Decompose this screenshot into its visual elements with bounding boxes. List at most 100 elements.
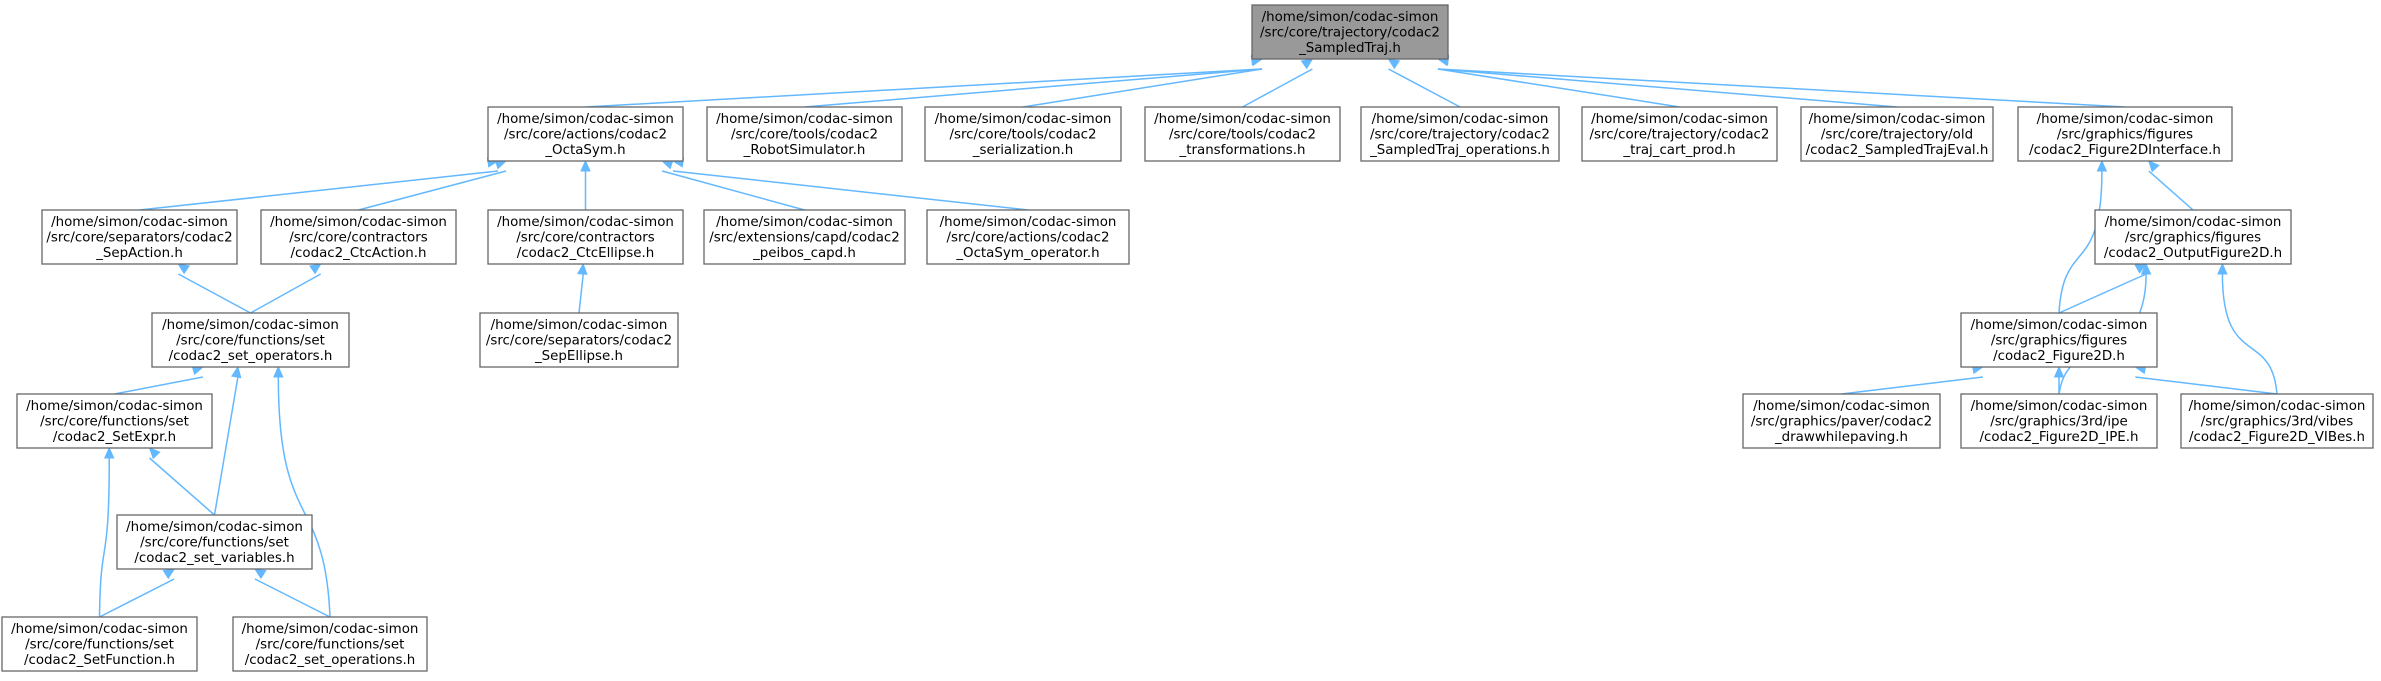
arrowhead: [253, 568, 267, 580]
node-ctcaction[interactable]: /home/simon/codac-simon/src/core/contrac…: [260, 209, 457, 265]
node-label-line: /codac2_CtcEllipse.h: [517, 246, 654, 261]
node-label-line: _SepAction.h: [95, 246, 183, 261]
node-box: [260, 209, 457, 265]
node-label-line: /codac2_OutputFigure2D.h: [2104, 246, 2282, 261]
node-sepellipse[interactable]: /home/simon/codac-simon/src/core/separat…: [479, 312, 679, 368]
node-label-line: /src/core/separators/codac2: [46, 231, 232, 246]
edge-line: [254, 578, 331, 618]
edge-transformations-to-root: [1242, 58, 1314, 108]
node-label-line: _traj_cart_prod.h: [1622, 143, 1735, 158]
arrowhead: [577, 262, 588, 275]
node-label-line: /src/core/functions/set: [256, 638, 405, 653]
edge-line: [139, 170, 499, 211]
node-box: [926, 209, 1130, 265]
node-label-line: /codac2_set_variables.h: [134, 551, 294, 566]
node-octasym[interactable]: /home/simon/codac-simon/src/core/actions…: [487, 106, 684, 162]
node-label-line: /home/simon/codac-simon: [242, 622, 419, 637]
node-peibos[interactable]: /home/simon/codac-simon/src/extensions/c…: [703, 209, 906, 265]
node-box: [706, 106, 903, 162]
node-setoperators[interactable]: /home/simon/codac-simon/src/core/functio…: [151, 312, 350, 368]
node-box: [116, 514, 313, 570]
node-figure2dipe[interactable]: /home/simon/codac-simon/src/graphics/3rd…: [1960, 393, 2158, 449]
node-label-line: /codac2_Figure2D.h: [1993, 349, 2125, 364]
edge-line: [1242, 68, 1313, 108]
node-label-line: /src/core/actions/codac2: [947, 231, 1110, 246]
node-box: [151, 312, 350, 368]
arrowhead: [1387, 58, 1401, 70]
arrowhead: [148, 447, 161, 460]
node-label-line: _SepEllipse.h: [534, 349, 623, 364]
node-outputfigure2d[interactable]: /home/simon/codac-simon/src/graphics/fig…: [2094, 209, 2292, 265]
node-label-line: _serialization.h: [972, 143, 1073, 158]
node-label-line: /home/simon/codac-simon: [1154, 112, 1331, 127]
edge-line: [585, 68, 1263, 108]
node-label-line: /src/core/trajectory/codac2: [1370, 128, 1550, 143]
edge-setvariables-to-setoperators: [213, 365, 242, 516]
node-label-line: _RobotSimulator.h: [743, 143, 866, 158]
node-serialization[interactable]: /home/simon/codac-simon/src/core/tools/c…: [924, 106, 1122, 162]
node-robotsim[interactable]: /home/simon/codac-simon/src/core/tools/c…: [706, 106, 903, 162]
node-box: [703, 209, 906, 265]
node-root[interactable]: /home/simon/codac-simon/src/core/traject…: [1251, 4, 1449, 60]
node-label-line: /home/simon/codac-simon: [940, 215, 1117, 230]
node-setfunction[interactable]: /home/simon/codac-simon/src/core/functio…: [1, 616, 198, 672]
node-label-line: _SampledTraj.h: [1298, 41, 1401, 56]
edge-line: [1437, 68, 1898, 108]
node-setexpr[interactable]: /home/simon/codac-simon/src/core/functio…: [16, 393, 213, 449]
node-box: [1960, 393, 2158, 449]
edge-setoperations-to-setoperators: [273, 365, 331, 618]
edge-line: [177, 273, 251, 314]
node-sepaction[interactable]: /home/simon/codac-simon/src/core/separat…: [41, 209, 238, 265]
node-label-line: _drawwhilepaving.h: [1774, 430, 1908, 445]
edge-line: [2135, 376, 2278, 395]
node-box: [1800, 106, 1994, 162]
arrowhead: [162, 568, 176, 580]
edge-setexpr-to-setoperators: [114, 365, 205, 395]
node-transformations[interactable]: /home/simon/codac-simon/src/core/tools/c…: [1144, 106, 1341, 162]
node-setvariables[interactable]: /home/simon/codac-simon/src/core/functio…: [116, 514, 313, 570]
node-label-line: /home/simon/codac-simon: [26, 399, 203, 414]
edge-line: [1022, 68, 1263, 108]
node-figure2d[interactable]: /home/simon/codac-simon/src/graphics/fig…: [1960, 312, 2158, 368]
node-label-line: /src/graphics/figures: [2125, 231, 2261, 246]
node-sampledtrajeval[interactable]: /home/simon/codac-simon/src/core/traject…: [1800, 106, 1994, 162]
node-box: [487, 209, 684, 265]
node-trajcartprod[interactable]: /home/simon/codac-simon/src/core/traject…: [1581, 106, 1778, 162]
edge-setfunction-to-setexpr: [98, 446, 115, 618]
node-setoperations[interactable]: /home/simon/codac-simon/src/core/functio…: [232, 616, 428, 672]
node-label-line: /home/simon/codac-simon: [716, 112, 893, 127]
edge-drawwhilepaving-to-figure2d: [1841, 363, 1985, 395]
edge-line: [149, 457, 215, 516]
node-label-line: /home/simon/codac-simon: [2189, 399, 2366, 414]
arrowhead: [580, 159, 591, 172]
node-figure2dinterface[interactable]: /home/simon/codac-simon/src/graphics/fig…: [2017, 106, 2233, 162]
node-ctcellipse[interactable]: /home/simon/codac-simon/src/core/contrac…: [487, 209, 684, 265]
node-label-line: /src/graphics/figures: [2057, 128, 2193, 143]
node-label-line: /home/simon/codac-simon: [11, 622, 188, 637]
node-label-line: /codac2_SampledTrajEval.h: [1806, 143, 1989, 158]
edge-line: [98, 457, 110, 618]
edge-ctcellipse-to-octasym: [580, 159, 591, 210]
node-drawwhilepaving[interactable]: /home/simon/codac-simon/src/graphics/pav…: [1742, 393, 1941, 449]
node-sampledtrajops[interactable]: /home/simon/codac-simon/src/core/traject…: [1360, 106, 1560, 162]
node-figure2dvibes[interactable]: /home/simon/codac-simon/src/graphics/3rd…: [2180, 393, 2374, 449]
node-label-line: /home/simon/codac-simon: [1753, 399, 1930, 414]
node-octasymop[interactable]: /home/simon/codac-simon/src/core/actions…: [926, 209, 1130, 265]
edge-octasym-to-root: [585, 54, 1264, 108]
arrowhead: [103, 446, 115, 459]
edge-figure2dinterface-to-root: [1436, 54, 2126, 108]
node-label-line: _peibos_capd.h: [752, 246, 856, 261]
node-label-line: /home/simon/codac-simon: [1971, 399, 2148, 414]
node-label-line: /src/core/trajectory/codac2: [1260, 26, 1440, 41]
edge-ctcaction-to-octasym: [358, 159, 508, 211]
edge-figure2d-to-figure2dinterface: [2058, 159, 2108, 314]
nodes-layer: /home/simon/codac-simon/src/core/traject…: [1, 4, 2374, 672]
node-label-line: /home/simon/codac-simon: [1372, 112, 1549, 127]
edge-line: [2221, 273, 2278, 395]
edge-line: [277, 376, 331, 618]
node-label-line: /home/simon/codac-simon: [491, 318, 668, 333]
edge-figure2dvibes-to-figure2d: [2134, 363, 2278, 395]
node-label-line: /home/simon/codac-simon: [270, 215, 447, 230]
node-label-line: /codac2_Figure2DInterface.h: [2029, 143, 2221, 158]
